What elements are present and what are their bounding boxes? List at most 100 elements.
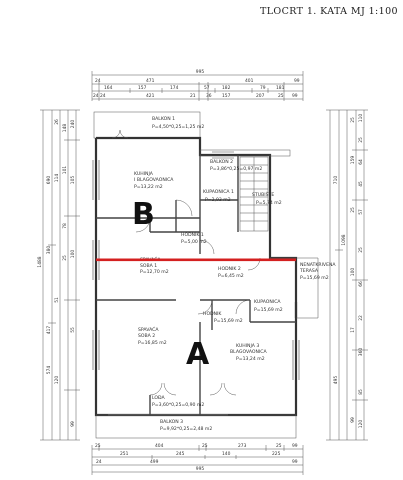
svg-text:401: 401 [245,78,254,84]
staircase [239,156,269,232]
svg-text:690: 690 [46,176,52,185]
svg-text:25: 25 [62,255,68,261]
top-dimensions: 995 24 471 401 99 164 157 174 57 182 79 … [91,69,304,101]
svg-text:99: 99 [294,78,300,84]
room-balkon3: BALKON 3 P=9,92*0,25=2,48 m2 [160,419,212,432]
room-balkon2: BALKON 2 P=3,86*0,25=0,97 m2 [210,159,262,172]
svg-text:78: 78 [62,223,68,229]
room-kupaonica1: KUPAONICA 1 P=2,93 m2 [203,189,234,203]
svg-text:21: 21 [190,93,196,99]
svg-text:24: 24 [100,93,106,99]
svg-text:101: 101 [62,166,68,175]
svg-text:25: 25 [358,137,364,143]
svg-text:45: 45 [358,181,364,187]
svg-text:114: 114 [54,174,60,183]
room-hodnik2: HODNIK 2 P=6,45 m2 [218,266,244,279]
svg-text:P=13,22 m2: P=13,22 m2 [134,184,163,190]
svg-text:79: 79 [260,85,266,91]
svg-text:26: 26 [54,119,60,125]
room-stubiste: STUBIŠTE P=5,74 m2 [252,191,282,206]
svg-text:99: 99 [350,417,356,423]
svg-text:85: 85 [358,389,364,395]
svg-text:P=15,69 m2: P=15,69 m2 [254,307,283,313]
svg-text:STUBIŠTE: STUBIŠTE [252,191,274,198]
svg-text:57: 57 [358,209,364,215]
svg-text:BALKON 2: BALKON 2 [210,159,233,165]
svg-text:157: 157 [222,93,231,99]
svg-text:164: 164 [104,85,113,91]
svg-text:995: 995 [196,466,205,472]
balkon3-slab [95,414,297,439]
svg-text:HODNIK 2: HODNIK 2 [218,266,241,272]
svg-text:140: 140 [222,451,231,457]
svg-text:495: 495 [333,376,339,385]
svg-text:P=15,69 m2: P=15,69 m2 [214,318,243,324]
svg-text:64: 64 [358,159,364,165]
svg-text:P=16,85 m2: P=16,85 m2 [138,340,167,346]
svg-text:99: 99 [292,459,298,465]
room-kuhinja: KUHINJA I BLAGOVAONICA P=13,22 m2 [134,171,174,190]
svg-text:99: 99 [292,443,298,449]
svg-text:25: 25 [350,207,356,213]
svg-text:148: 148 [62,124,68,133]
marker-a: A [186,337,210,372]
svg-text:99: 99 [292,93,298,99]
svg-text:P=3,60*0,25=0,90 m2: P=3,60*0,25=0,90 m2 [152,402,204,408]
svg-text:SPAVAĆA: SPAVAĆA [138,326,159,333]
svg-text:120: 120 [54,376,60,385]
svg-text:KUHINJA: KUHINJA [134,171,154,177]
svg-text:417: 417 [46,326,52,335]
svg-text:BLAGOVAONICA: BLAGOVAONICA [230,349,267,355]
svg-text:SOBA 2: SOBA 2 [138,333,155,339]
svg-text:380: 380 [46,246,52,255]
svg-text:25: 25 [358,247,364,253]
svg-text:KUPAONICA: KUPAONICA [254,299,281,305]
svg-text:24: 24 [95,78,101,84]
svg-text:574: 574 [46,366,52,375]
svg-text:182: 182 [222,85,231,91]
svg-text:421: 421 [146,93,155,99]
svg-text:499: 499 [150,459,159,465]
svg-text:HODNIK 1: HODNIK 1 [181,232,204,238]
svg-text:P=2,93 m2: P=2,93 m2 [205,197,231,203]
svg-text:25: 25 [350,117,356,123]
svg-text:P=15,69 m2: P=15,69 m2 [300,275,329,281]
svg-text:BALKON 3: BALKON 3 [160,419,183,425]
right-dimensions: 710 495 1098 25 159 25 100 17 99 110 25 … [326,109,368,441]
svg-text:17: 17 [350,327,356,333]
svg-text:99: 99 [70,421,76,427]
room-hodnik3: HODNIK P=15,69 m2 [203,311,243,324]
room-lodja: LOĐA P=3,60*0,25=0,90 m2 [152,395,204,408]
room-kuhinja3: KUHINJA 3 BLAGOVAONICA P=13,24 m2 [230,343,267,362]
svg-text:KUHINJA 3: KUHINJA 3 [236,343,259,349]
svg-text:110: 110 [358,114,364,123]
room-terasa: NENATKRIVENA TERASA P=15,69 m2 [299,262,336,281]
svg-text:25: 25 [202,443,208,449]
svg-text:471: 471 [146,78,155,84]
plan-title: TLOCRT 1. KATA MJ 1:100 [260,6,398,17]
svg-text:36: 36 [206,93,212,99]
svg-text:I BLAGOVAONICA: I BLAGOVAONICA [134,177,174,183]
svg-text:HODNIK: HODNIK [203,311,222,317]
svg-text:360: 360 [358,348,364,357]
bottom-dimensions: 25 404 25 273 25 99 251 245 140 225 24 4… [91,443,304,475]
svg-text:P=5,00 m2: P=5,00 m2 [181,239,207,245]
svg-text:KUPAONICA 1: KUPAONICA 1 [203,189,234,195]
svg-text:24: 24 [96,459,102,465]
svg-text:P=4,50*0,25=1,25 m2: P=4,50*0,25=1,25 m2 [152,124,204,130]
svg-text:159: 159 [350,156,356,165]
svg-text:710: 710 [333,176,339,185]
left-dimensions: 1488 690 380 417 574 26 114 51 120 148 1… [37,109,80,441]
svg-text:P=13,24 m2: P=13,24 m2 [236,356,265,362]
windows [92,151,300,380]
svg-text:NENATKRIVENA: NENATKRIVENA [300,262,336,268]
svg-text:157: 157 [138,85,147,91]
svg-text:22: 22 [358,315,364,321]
svg-text:TERASA: TERASA [299,268,319,274]
balkon2-slab [199,149,291,157]
svg-text:995: 995 [196,69,205,75]
svg-text:1098: 1098 [341,234,347,245]
door-swings [111,129,261,396]
svg-text:251: 251 [120,451,129,457]
